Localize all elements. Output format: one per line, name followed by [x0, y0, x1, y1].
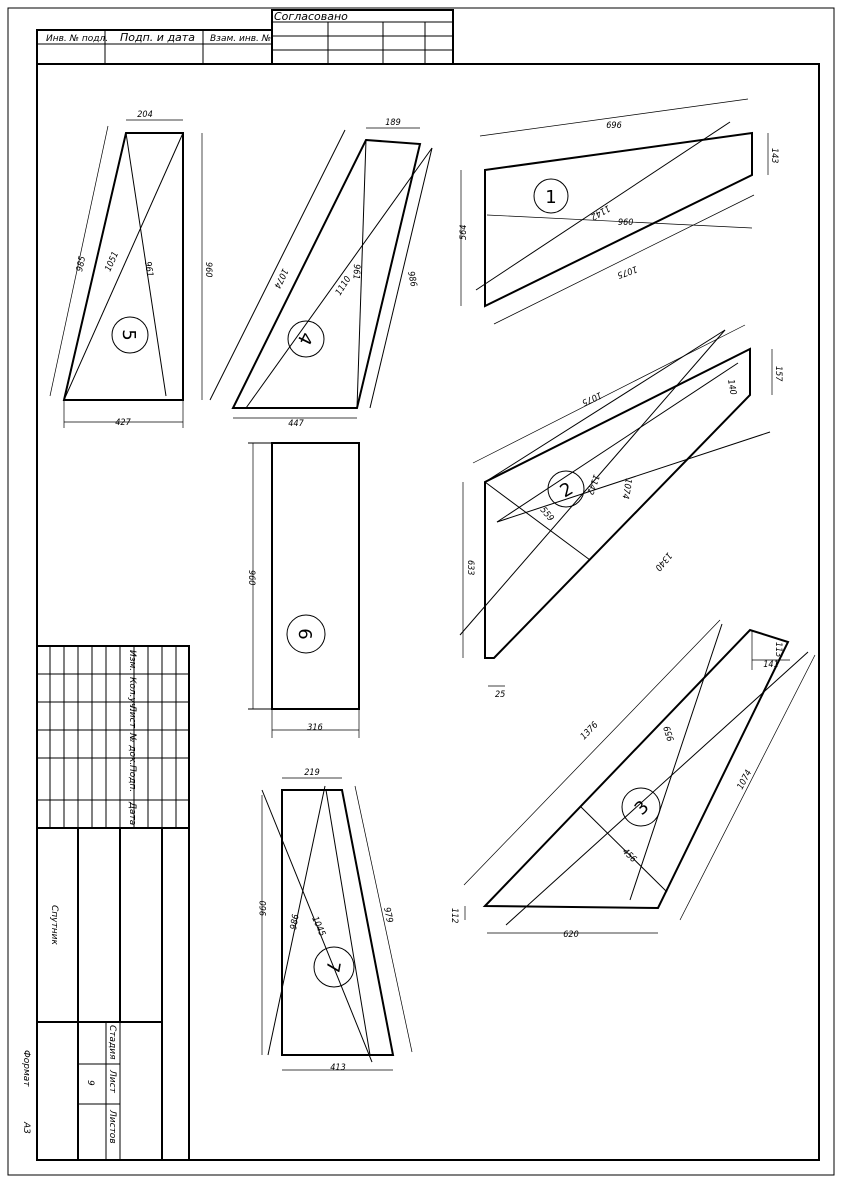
part-7: 7 219 413 960 986 1045 979	[259, 768, 413, 1073]
p7-diag2-dim: 1045	[309, 915, 327, 938]
sheet-value: 9	[85, 1080, 95, 1086]
part-2: 2 1075 157 140 1142 1074 1340 633 559 25	[459, 324, 783, 700]
p4-diag1-dim: 961	[350, 264, 361, 280]
part-1-label: 1	[545, 187, 556, 208]
p1-mid-dim: 960	[618, 218, 633, 228]
title-block: Изм. Кол.уч. Лист № док. Подп. Дата Спут…	[36, 645, 190, 1161]
p2-base-dim: 25	[495, 690, 505, 700]
rev-col-kol: Кол.уч.	[127, 677, 137, 711]
sheet-label: Лист	[107, 1069, 117, 1094]
inventory-stamp: Инв. № подл. Подп. и дата Взам. инв. №	[36, 29, 273, 65]
p3-bottom-dim: 620	[563, 930, 578, 940]
p2-left-dim: 633	[465, 560, 475, 575]
stamp-inv-label: Инв. № подл.	[46, 34, 108, 44]
drawing-frame	[36, 63, 820, 1161]
p5-left-dim: 985	[75, 255, 88, 272]
p5-bottom-dim: 427	[115, 418, 131, 428]
part-5-label: 5	[118, 329, 139, 340]
p7-top-dim: 219	[304, 768, 319, 778]
p3-small-b-dim: 141	[763, 660, 778, 670]
p4-top-dim: 189	[385, 118, 400, 128]
outer-border	[7, 7, 835, 1176]
p6-width-dim: 316	[307, 723, 322, 733]
p5-diag2-dim: 961	[142, 261, 154, 278]
p7-right-dim: 979	[381, 907, 394, 924]
p1-diag-dim: 1142	[589, 202, 612, 221]
p5-right-dim: 960	[203, 262, 213, 277]
p2-diag-c-dim: 1340	[652, 550, 673, 572]
p4-bottom-dim: 447	[288, 419, 304, 429]
p7-diag1-dim: 986	[289, 914, 302, 931]
p2-top-right-dim: 157	[773, 366, 783, 382]
approved-label: Согласовано	[274, 10, 348, 23]
p2-diag-a-dim: 1142	[584, 473, 600, 496]
part-3-label: 3	[631, 797, 654, 820]
p2-small-dim: 559	[538, 506, 556, 524]
p2-diag-b-dim: 1074	[619, 477, 632, 499]
rev-col-doc: № док.	[127, 732, 137, 765]
stage-label: Стадия	[107, 1025, 117, 1060]
project-name: Спутник	[49, 905, 59, 945]
p3-small-a-dim: 113	[773, 642, 783, 657]
format-value: А3	[21, 1121, 31, 1134]
rev-col-list: Лист	[127, 704, 137, 729]
p7-left-dim: 960	[259, 901, 269, 916]
stamp-replace-label: Взам. инв. №	[210, 34, 271, 44]
part-2-label: 2	[557, 478, 577, 502]
p4-right-dim: 986	[405, 271, 418, 288]
p1-left-dim: 564	[459, 225, 469, 240]
rev-col-izm: Изм.	[127, 650, 137, 671]
part-7-label: 7	[321, 959, 344, 974]
approval-stamp: Согласовано	[271, 9, 454, 65]
p7-bottom-dim: 413	[330, 1063, 345, 1073]
part-6: 6 960 316	[246, 442, 360, 738]
rev-col-sign: Подп.	[127, 765, 137, 792]
rev-col-date: Дата	[127, 801, 137, 825]
p3-top-left-dim: 1376	[579, 720, 601, 742]
format-label: Формат	[21, 1050, 31, 1087]
p6-height-dim: 960	[246, 570, 256, 585]
p2-inner-dim: 140	[725, 379, 738, 396]
p1-top-dim: 696	[606, 121, 621, 131]
part-4-label: 4	[293, 329, 317, 348]
p3-mid-dim: 959	[663, 724, 677, 742]
p5-diag1-dim: 1051	[104, 250, 122, 273]
p1-bottom-dim: 1075	[616, 263, 639, 279]
stamp-sign-label: Подп. и дата	[120, 31, 195, 44]
part-5: 5 204 427 960 985 1051 961	[49, 110, 213, 428]
p4-left-dim: 1074	[271, 267, 289, 290]
p3-left-dim: 112	[449, 908, 459, 923]
p2-top-long-dim: 1075	[580, 389, 603, 407]
p3-inner-dim: 456	[620, 847, 638, 865]
part-3: 3 1376 959 1074 456 620 113 141 112	[449, 619, 816, 940]
part-4: 4 189 447 1074 961 1110 986	[209, 118, 433, 429]
part-6-label: 6	[294, 628, 315, 639]
sheets-label: Листов	[107, 1109, 117, 1144]
p1-right-dim: 143	[769, 148, 779, 163]
part-1: 1 696 143 564 960 1142 1075	[459, 98, 779, 325]
p5-top-dim: 204	[137, 110, 152, 120]
